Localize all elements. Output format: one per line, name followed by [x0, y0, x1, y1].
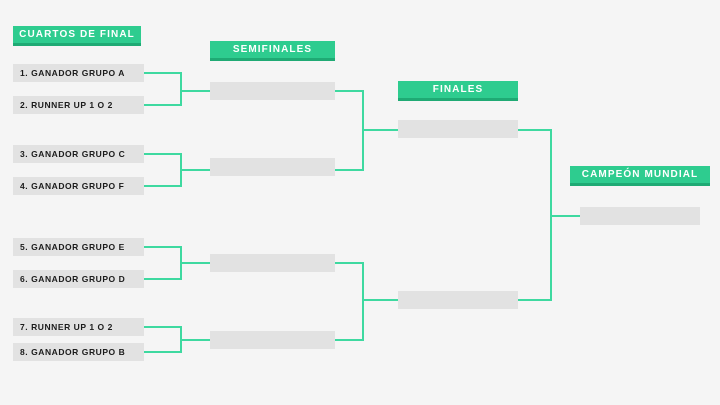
round-header-semifinales: SEMIFINALES: [210, 41, 335, 61]
connector-qf7-stub: [144, 326, 182, 328]
connector-qf2-stub: [144, 104, 182, 106]
qf-slot-1[interactable]: 1. GANADOR GRUPO A: [13, 64, 144, 82]
round-header-finales: FINALES: [398, 81, 518, 101]
connector-sf3-stub: [335, 262, 364, 264]
champion-slot[interactable]: [580, 207, 700, 225]
sf-slot-4[interactable]: [210, 331, 335, 349]
connector-qf6-stub: [144, 278, 182, 280]
connector-qf-pair3-out: [180, 262, 212, 264]
connector-qf5-stub: [144, 246, 182, 248]
connector-sf4-stub: [335, 339, 364, 341]
connector-qf-pair4-out: [180, 339, 212, 341]
connector-sf2-stub: [335, 169, 364, 171]
connector-final2-stub: [518, 299, 552, 301]
connector-qf4-stub: [144, 185, 182, 187]
connector-sf-upper-out: [362, 129, 400, 131]
connector-qf3-stub: [144, 153, 182, 155]
connector-sf-lower-joiner: [362, 262, 364, 341]
final-slot-2[interactable]: [398, 291, 518, 309]
sf-slot-1[interactable]: [210, 82, 335, 100]
round-header-cuartos-de-final: CUARTOS DE FINAL: [13, 26, 141, 46]
qf-slot-7[interactable]: 7. RUNNER UP 1 O 2: [13, 318, 144, 336]
sf-slot-2[interactable]: [210, 158, 335, 176]
sf-slot-3[interactable]: [210, 254, 335, 272]
connector-qf8-stub: [144, 351, 182, 353]
connector-qf-pair2-out: [180, 169, 212, 171]
round-header-campeon-mundial: CAMPEÓN MUNDIAL: [570, 166, 710, 186]
qf-slot-3[interactable]: 3. GANADOR GRUPO C: [13, 145, 144, 163]
connector-sf-lower-out: [362, 299, 400, 301]
final-slot-1[interactable]: [398, 120, 518, 138]
connector-qf-pair1-joiner: [180, 72, 182, 106]
connector-qf1-stub: [144, 72, 182, 74]
connector-qf-pair1-out: [180, 90, 212, 92]
connector-sf1-stub: [335, 90, 364, 92]
qf-slot-4[interactable]: 4. GANADOR GRUPO F: [13, 177, 144, 195]
qf-slot-2[interactable]: 2. RUNNER UP 1 O 2: [13, 96, 144, 114]
connector-final1-stub: [518, 129, 552, 131]
qf-slot-8[interactable]: 8. GANADOR GRUPO B: [13, 343, 144, 361]
connector-champion-in: [550, 215, 582, 217]
qf-slot-6[interactable]: 6. GANADOR GRUPO D: [13, 270, 144, 288]
qf-slot-5[interactable]: 5. GANADOR GRUPO E: [13, 238, 144, 256]
